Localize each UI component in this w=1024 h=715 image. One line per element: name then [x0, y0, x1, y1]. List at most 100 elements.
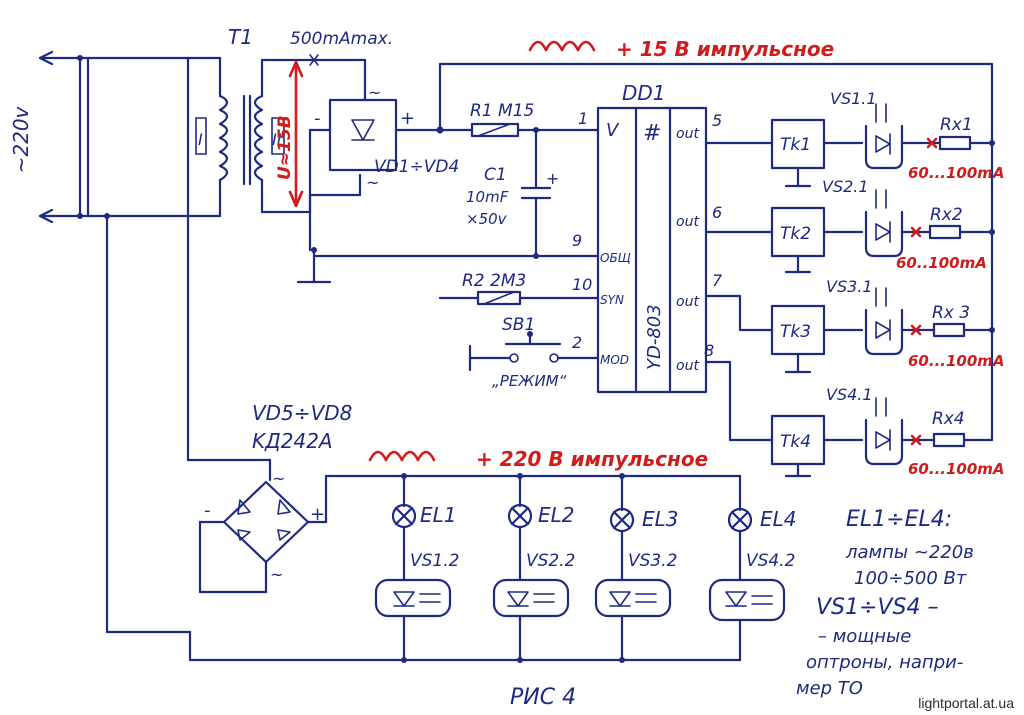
- bridge2-tilde-top: ~: [272, 469, 285, 488]
- resistor-r1: [438, 122, 600, 138]
- pin-1-num: 1: [578, 109, 588, 128]
- capacitor-c1: [520, 128, 552, 259]
- c1-plus: +: [546, 169, 559, 188]
- bridge-vd1-vd4: [308, 58, 444, 252]
- r1-label: R1 M15: [470, 101, 534, 121]
- chip-dd1: [596, 106, 708, 394]
- ch2-current: 60..100mA: [896, 254, 987, 272]
- top-rail-label: + 15 В импульсное: [616, 37, 834, 61]
- tk1-label: Tk1: [780, 135, 811, 155]
- tk4-label: Tk4: [780, 432, 811, 452]
- ch3-current: 60...100mA: [908, 352, 1005, 370]
- ch1-current: 60...100mA: [908, 164, 1005, 182]
- tk2-label: Tk2: [780, 224, 811, 244]
- note-line-6: оптроны, напри-: [806, 652, 963, 673]
- pin-5-label: out: [676, 126, 699, 142]
- t1-label: T1: [228, 25, 253, 49]
- pin-9-label: ОБЩ: [600, 251, 631, 265]
- lamp-branch-3: [594, 473, 672, 663]
- dd1-name: DD1: [622, 81, 666, 105]
- vs11-label: VS1.1: [830, 89, 877, 108]
- note-line-4: VS1÷VS4 –: [816, 595, 938, 620]
- bridge-vd5-vd8: [188, 474, 742, 662]
- dd1-chip-name: YD-803: [644, 304, 665, 370]
- note-line-1: EL1÷EL4:: [846, 507, 952, 532]
- watermark-text: lightportal.at.ua: [918, 695, 1014, 711]
- mains-input: [38, 50, 272, 634]
- el3-label: EL3: [642, 507, 679, 531]
- channel-3: [770, 287, 994, 374]
- sb1-name: SB1: [502, 315, 535, 335]
- current-markers: [910, 137, 938, 446]
- note-line-5: – мощные: [818, 626, 911, 647]
- bridge2-plus: +: [310, 504, 325, 525]
- figure-caption: РИС 4: [510, 685, 576, 710]
- output-wiring: [704, 141, 774, 442]
- pulse-symbol-220v: [368, 450, 436, 462]
- mid-rail-label: + 220 В импульсное: [476, 447, 708, 471]
- vs42-label: VS4.2: [746, 551, 795, 571]
- el1-label: EL1: [420, 503, 457, 527]
- lamp-branch-1: [374, 473, 452, 663]
- r2-label: R2 2M3: [462, 271, 526, 291]
- pin-8-num: 8: [704, 341, 714, 360]
- rx1-label: Rx1: [940, 115, 973, 135]
- secondary-voltage: U≈15B: [275, 115, 295, 180]
- pin-6-num: 6: [712, 203, 722, 222]
- rx4-label: Rx4: [932, 409, 965, 429]
- pin-10-label: SYN: [600, 293, 624, 307]
- tk3-label: Tk3: [780, 322, 811, 342]
- pin-7-num: 7: [712, 271, 723, 290]
- c1-name: C1: [484, 165, 507, 185]
- c1-voltage: ×50v: [466, 210, 508, 228]
- pin-9-num: 9: [572, 231, 582, 250]
- bridge1-label: VD1÷VD4: [374, 157, 459, 177]
- ch4-current: 60...100mA: [908, 460, 1005, 478]
- c1-value: 10mF: [466, 188, 509, 206]
- resistor-r2: [438, 290, 600, 306]
- vs12-label: VS1.2: [410, 551, 459, 571]
- primary-winding-label: I: [198, 130, 203, 149]
- voltage-arrow: [288, 60, 304, 208]
- bridge2-minus: -: [204, 500, 211, 521]
- vs41-label: VS4.1: [826, 385, 873, 404]
- note-line-2: лампы ~220в: [845, 542, 974, 563]
- pin-1-label: V: [606, 120, 620, 141]
- ground-symbol: [296, 247, 332, 284]
- pin-5-num: 5: [712, 111, 722, 130]
- vs32-label: VS3.2: [628, 551, 677, 571]
- lamp-branch-4: [708, 474, 786, 662]
- button-sb1: [468, 331, 600, 372]
- secondary-winding-label: II: [272, 130, 282, 149]
- vs31-label: VS3.1: [826, 277, 873, 296]
- fuse-note: 500mAmax.: [290, 29, 393, 49]
- pin-8-label: out: [676, 358, 699, 374]
- pin-6-label: out: [676, 214, 699, 230]
- pulse-symbol-15v: [528, 40, 596, 52]
- vs22-label: VS2.2: [526, 551, 575, 571]
- dd1-hash: #: [643, 121, 661, 146]
- note-line-3: 100÷500 Вт: [854, 568, 967, 589]
- bridge2-tilde-bottom: ~: [270, 565, 283, 584]
- mains-label: ~220v: [9, 105, 33, 173]
- lamp-branch-2: [492, 473, 570, 663]
- bridge1-plus: +: [400, 108, 415, 129]
- el4-label: EL4: [760, 507, 797, 531]
- note-line-7: мер ТО: [796, 678, 863, 699]
- pin-2-num: 2: [572, 333, 582, 352]
- sb1-caption: „РЕЖИМ“: [492, 372, 567, 390]
- pin-10-num: 10: [572, 275, 592, 294]
- bridge1-tilde-bottom: ~: [366, 173, 379, 192]
- el2-label: EL2: [538, 503, 575, 527]
- bridge2-label: VD5÷VD8: [252, 401, 352, 425]
- bridge2-type: KД242A: [252, 429, 333, 453]
- channel-4: [770, 397, 994, 478]
- rx2-label: Rx2: [930, 205, 963, 225]
- plus15-rail: [438, 62, 995, 442]
- transformer-t1: [186, 56, 312, 218]
- bridge1-tilde-top: ~: [368, 83, 381, 102]
- pin-2-label: MOD: [600, 353, 629, 367]
- pin-7-label: out: [676, 294, 699, 310]
- rx3-label: Rx 3: [932, 303, 970, 323]
